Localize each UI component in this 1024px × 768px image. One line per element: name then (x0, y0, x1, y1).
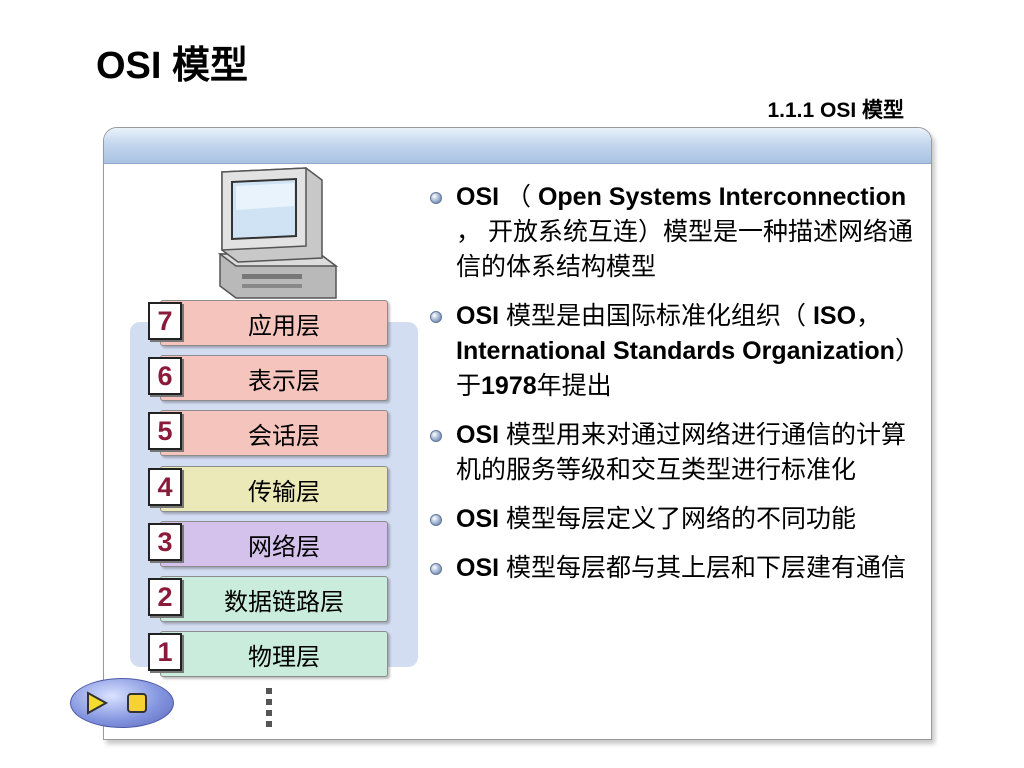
bullet-item: OSI 模型用来对通过网络进行通信的计算机的服务等级和交互类型进行标准化 (430, 418, 920, 488)
bullet-item: OSI 模型每层都与其上层和下层建有通信 (430, 551, 920, 586)
computer-icon (217, 167, 339, 299)
stop-button[interactable] (124, 690, 150, 716)
bullet-text: OSI 模型是由国际标准化组织（ ISO， International Stan… (456, 302, 920, 400)
layer-name: 网络层 (160, 521, 388, 567)
play-icon (87, 691, 109, 715)
play-button[interactable] (84, 690, 110, 716)
bullet-icon (430, 430, 442, 442)
layer-name: 应用层 (160, 300, 388, 346)
slide-title: OSI 模型 (96, 45, 249, 87)
bullet-item: OSI （ Open Systems Interconnection ， 开放系… (430, 180, 920, 285)
layer-number-badge: 7 (148, 302, 182, 340)
bullet-text: OSI 模型每层定义了网络的不同功能 (456, 505, 857, 533)
bullet-icon (430, 563, 442, 575)
bullet-icon (430, 514, 442, 526)
layer-number-badge: 4 (148, 468, 182, 506)
bullet-text: OSI （ Open Systems Interconnection ， 开放系… (456, 183, 913, 281)
bullet-item: OSI 模型是由国际标准化组织（ ISO， International Stan… (430, 299, 920, 404)
bullet-icon (430, 311, 442, 323)
layer-name: 数据链路层 (160, 576, 388, 622)
continuation-dots (264, 688, 274, 732)
bullet-text: OSI 模型用来对通过网络进行通信的计算机的服务等级和交互类型进行标准化 (456, 421, 907, 484)
layer-number-badge: 2 (148, 578, 182, 616)
layer-name: 物理层 (160, 631, 388, 677)
layer-number-badge: 6 (148, 357, 182, 395)
bullet-text: OSI 模型每层都与其上层和下层建有通信 (456, 554, 907, 582)
bullet-list: OSI （ Open Systems Interconnection ， 开放系… (430, 180, 920, 600)
layer-name: 表示层 (160, 355, 388, 401)
layer-number-badge: 3 (148, 523, 182, 561)
layer-name: 传输层 (160, 466, 388, 512)
navigation-control (70, 678, 174, 728)
layer-number-badge: 1 (148, 633, 182, 671)
layer-number-badge: 5 (148, 412, 182, 450)
bullet-icon (430, 192, 442, 204)
panel-header-bar (104, 128, 931, 164)
stop-icon (127, 693, 147, 713)
section-label: 1.1.1 OSI 模型 (767, 99, 904, 122)
layer-name: 会话层 (160, 410, 388, 456)
bullet-item: OSI 模型每层定义了网络的不同功能 (430, 502, 920, 537)
